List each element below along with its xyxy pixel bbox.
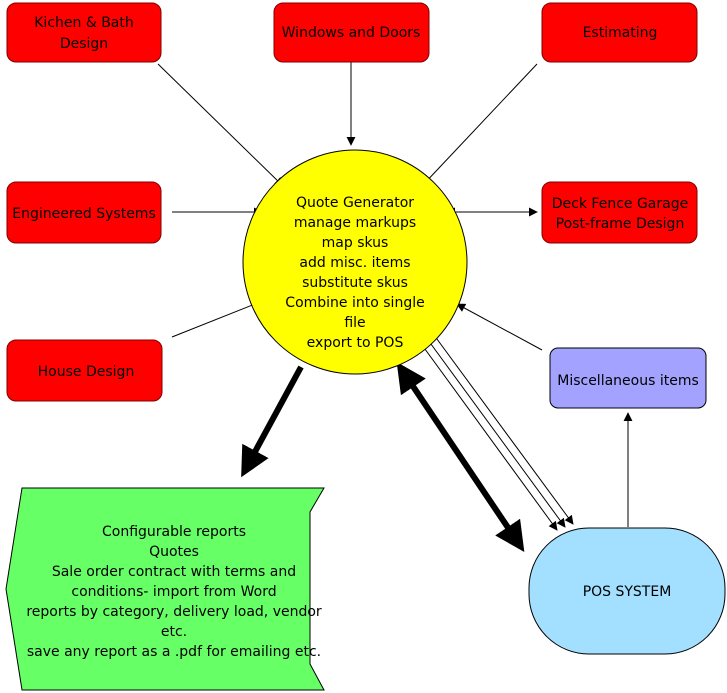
node-estimating: Estimating — [541, 2, 698, 63]
engineered-label: Engineered Systems — [12, 206, 156, 222]
arrow-kitchen-to-quote — [157, 63, 284, 187]
node-quote-generator: Quote Generator manage markups map skus … — [242, 149, 468, 375]
house-label: House Design — [38, 364, 135, 380]
deck-label-line-2: Post-frame Design — [556, 216, 685, 232]
windows-label: Windows and Doors — [282, 25, 421, 41]
estimating-label: Estimating — [583, 25, 658, 41]
reports-line-1: Configurable reports — [102, 524, 246, 540]
reports-line-6: etc. — [161, 624, 187, 640]
node-house-design: House Design — [6, 339, 163, 402]
misc-label: Miscellaneous items — [557, 373, 699, 389]
node-pos-system: POS SYSTEM — [528, 527, 726, 655]
reports-line-3: Sale order contract with terms and — [52, 564, 296, 580]
node-windows-doors: Windows and Doors — [273, 2, 430, 63]
arrow-quote-to-reports-thick — [241, 365, 304, 478]
node-engineered-systems: Engineered Systems — [6, 181, 162, 244]
reports-line-7: save any report as a .pdf for emailing e… — [27, 644, 321, 660]
reports-line-4: conditions- import from Word — [71, 584, 276, 600]
quote-line-2: manage markups — [294, 215, 416, 231]
pos-label: POS SYSTEM — [583, 584, 672, 600]
node-kitchen-bath: Kichen & Bath Design — [6, 2, 162, 63]
arrow-house-to-quote — [171, 298, 266, 338]
connectors — [157, 62, 633, 552]
kitchen-label-line-1: Kichen & Bath — [34, 15, 134, 31]
reports-line-5: reports by category, delivery load, vend… — [26, 604, 322, 620]
node-deck-fence-garage: Deck Fence Garage Post-frame Design — [541, 181, 698, 244]
arrow-estimating-to-quote — [421, 63, 538, 187]
quote-line-1: Quote Generator — [296, 195, 414, 211]
quote-line-4: add misc. items — [299, 255, 410, 271]
reports-line-2: Quotes — [149, 544, 199, 560]
deck-label-line-1: Deck Fence Garage — [552, 196, 688, 212]
arrow-quote-to-pos-2 — [427, 339, 566, 528]
quote-line-6: Combine into single — [285, 295, 424, 311]
arrow-quote-pos-bidirectional-thick — [396, 362, 525, 552]
node-configurable-reports: Configurable reports Quotes Sale order c… — [5, 487, 325, 691]
kitchen-label-line-2: Design — [60, 36, 108, 52]
quote-line-5: substitute skus — [302, 275, 408, 291]
arrow-misc-to-quote — [456, 303, 543, 351]
quote-line-8: export to POS — [307, 335, 404, 351]
node-miscellaneous-items: Miscellaneous items — [549, 347, 707, 409]
quote-line-3: map skus — [322, 235, 389, 251]
quote-line-7: file — [344, 315, 365, 331]
